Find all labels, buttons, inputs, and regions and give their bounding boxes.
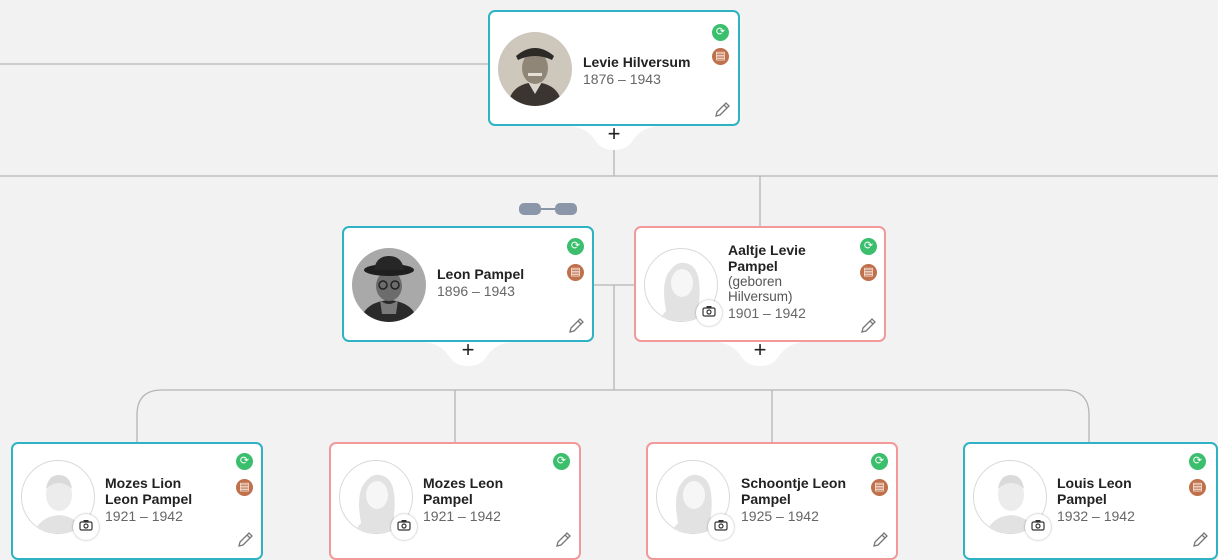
pencil-icon[interactable]: [870, 530, 890, 550]
person-name[interactable]: Schoontje Leon Pampel: [741, 475, 846, 507]
person-dates: 1921 – 1942: [105, 508, 183, 524]
plus-icon[interactable]: +: [753, 337, 767, 362]
person-name[interactable]: Mozes Lion Leon Pampel: [105, 475, 193, 507]
person-info: Leon Pampel 1896 – 1943: [437, 266, 524, 299]
document-icon[interactable]: ▤: [712, 48, 729, 65]
person-info: Louis Leon Pampel 1932 – 1942: [1057, 475, 1157, 524]
pencil-icon[interactable]: [553, 530, 573, 550]
refresh-icon[interactable]: ⟳: [567, 238, 584, 255]
avatar[interactable]: [352, 248, 426, 322]
person-info: Mozes Leon Pampel 1921 – 1942: [423, 475, 533, 524]
person-dates: 1876 – 1943: [583, 71, 661, 87]
camera-icon[interactable]: [696, 300, 722, 326]
add-relative-tab: +: [425, 337, 511, 366]
refresh-icon[interactable]: ⟳: [860, 238, 877, 255]
avatar[interactable]: [21, 460, 95, 534]
person-dates: 1901 – 1942: [728, 305, 806, 321]
add-relative-tab: +: [717, 337, 803, 366]
person-info: Aaltje Levie Pampel (geboren Hilversum) …: [728, 242, 848, 321]
camera-icon[interactable]: [1025, 514, 1051, 540]
person-dates: 1932 – 1942: [1057, 508, 1135, 524]
person-card-aaltje-levie-pampel[interactable]: Aaltje Levie Pampel (geboren Hilversum) …: [634, 226, 886, 342]
pencil-icon[interactable]: [858, 316, 878, 336]
refresh-icon[interactable]: ⟳: [236, 453, 253, 470]
camera-icon[interactable]: [391, 514, 417, 540]
person-dates: 1921 – 1942: [423, 508, 501, 524]
refresh-icon[interactable]: ⟳: [712, 24, 729, 41]
document-icon[interactable]: ▤: [871, 479, 888, 496]
person-dates: 1896 – 1943: [437, 283, 515, 299]
pencil-icon[interactable]: [712, 100, 732, 120]
person-info: Levie Hilversum 1876 – 1943: [583, 54, 690, 87]
person-name[interactable]: Aaltje Levie Pampel: [728, 242, 806, 274]
refresh-icon[interactable]: ⟳: [553, 453, 570, 470]
plus-icon[interactable]: +: [461, 337, 475, 362]
document-icon[interactable]: ▤: [567, 264, 584, 281]
person-name[interactable]: Mozes Leon Pampel: [423, 475, 504, 507]
pencil-icon[interactable]: [566, 316, 586, 336]
person-card-louis-leon-pampel[interactable]: Louis Leon Pampel 1932 – 1942 ⟳ ▤: [963, 442, 1218, 560]
document-icon[interactable]: ▤: [860, 264, 877, 281]
person-card-mozes-lion-leon-pampel[interactable]: Mozes Lion Leon Pampel 1921 – 1942 ⟳ ▤: [11, 442, 263, 560]
person-card-leon-pampel[interactable]: Leon Pampel 1896 – 1943 ⟳ ▤: [342, 226, 594, 342]
person-name[interactable]: Louis Leon Pampel: [1057, 475, 1132, 507]
refresh-icon[interactable]: ⟳: [1189, 453, 1206, 470]
person-dates: 1925 – 1942: [741, 508, 819, 524]
camera-icon[interactable]: [73, 514, 99, 540]
person-info: Mozes Lion Leon Pampel 1921 – 1942: [105, 475, 210, 524]
person-card-schoontje-leon-pampel[interactable]: Schoontje Leon Pampel 1925 – 1942 ⟳ ▤: [646, 442, 898, 560]
pencil-icon[interactable]: [235, 530, 255, 550]
refresh-icon[interactable]: ⟳: [871, 453, 888, 470]
birth-name: (geboren Hilversum): [728, 274, 793, 304]
avatar[interactable]: [498, 32, 572, 106]
person-info: Schoontje Leon Pampel 1925 – 1942: [741, 475, 866, 524]
person-card-mozes-leon-pampel[interactable]: Mozes Leon Pampel 1921 – 1942 ⟳: [329, 442, 581, 560]
person-card-levie-hilversum[interactable]: Levie Hilversum 1876 – 1943 ⟳ ▤: [488, 10, 740, 126]
add-relative-tab: +: [571, 121, 657, 150]
person-name[interactable]: Leon Pampel: [437, 266, 525, 282]
spouse-link-icon[interactable]: [518, 201, 578, 217]
person-name[interactable]: Levie Hilversum: [583, 54, 691, 70]
document-icon[interactable]: ▤: [1189, 479, 1206, 496]
camera-icon[interactable]: [708, 514, 734, 540]
document-icon[interactable]: ▤: [236, 479, 253, 496]
pencil-icon[interactable]: [1190, 530, 1210, 550]
plus-icon[interactable]: +: [607, 121, 621, 146]
